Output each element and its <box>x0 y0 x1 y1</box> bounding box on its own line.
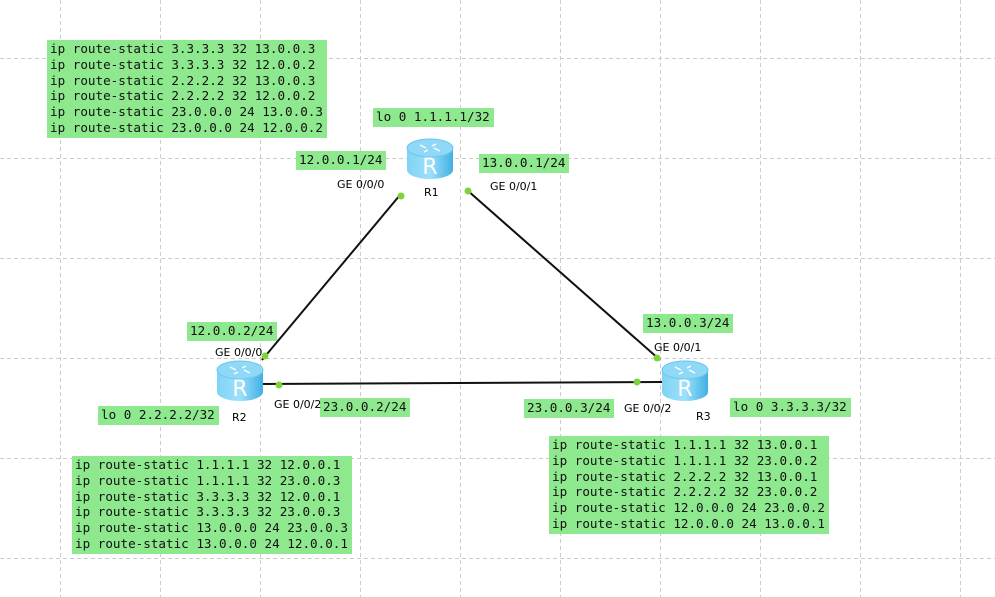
r3-ge002-ip: 23.0.0.3/24 <box>524 399 615 418</box>
route-entry: ip route-static 1.1.1.1 32 23.0.0.3 <box>75 472 341 488</box>
r2-ge002-ip: 23.0.0.2/24 <box>320 398 411 417</box>
r3-ge002-port: GE 0/0/2 <box>624 402 672 415</box>
link-r1-r2[interactable] <box>261 194 401 361</box>
r3-ge001-ip: 13.0.0.3/24 <box>643 314 734 333</box>
router-r1-icon[interactable] <box>406 138 454 181</box>
r1-ge000-port: GE 0/0/0 <box>337 178 385 191</box>
router-r2-name: R2 <box>232 411 247 424</box>
router-r3-icon[interactable] <box>661 360 709 403</box>
r1-loopback-label: lo 0 1.1.1.1/32 <box>373 108 494 127</box>
route-entry: ip route-static 3.3.3.3 32 12.0.0.2 <box>50 56 316 72</box>
router-r2-icon[interactable] <box>216 360 264 403</box>
route-entry: ip route-static 12.0.0.0 24 13.0.0.1 <box>552 515 825 531</box>
route-entry: ip route-static 23.0.0.0 24 12.0.0.2 <box>50 119 323 135</box>
route-entry: ip route-static 13.0.0.0 24 23.0.0.3 <box>75 520 348 536</box>
route-entry: ip route-static 2.2.2.2 32 23.0.0.2 <box>552 484 818 500</box>
r1-ge001-port: GE 0/0/1 <box>490 180 538 193</box>
route-entry: ip route-static 1.1.1.1 32 23.0.0.2 <box>552 452 818 468</box>
r2-ge000-port: GE 0/0/0 <box>215 346 263 359</box>
link-r2-r3[interactable] <box>261 381 663 385</box>
route-entry: ip route-static 23.0.0.0 24 13.0.0.3 <box>50 104 323 120</box>
router-r1-name: R1 <box>424 186 439 199</box>
route-entry: ip route-static 2.2.2.2 32 13.0.0.1 <box>552 468 818 484</box>
route-entry: ip route-static 2.2.2.2 32 12.0.0.2 <box>50 88 316 104</box>
route-entry: ip route-static 1.1.1.1 32 13.0.0.1 <box>552 437 818 452</box>
route-entry: ip route-static 2.2.2.2 32 13.0.0.3 <box>50 72 316 88</box>
link-r1-r3[interactable] <box>466 189 661 361</box>
route-entry: ip route-static 1.1.1.1 32 12.0.0.1 <box>75 457 341 472</box>
route-entry: ip route-static 3.3.3.3 32 23.0.0.3 <box>75 504 341 520</box>
r3-loopback-label: lo 0 3.3.3.3/32 <box>730 398 851 417</box>
route-entry: ip route-static 3.3.3.3 32 13.0.0.3 <box>50 41 316 56</box>
r2-ge000-ip: 12.0.0.2/24 <box>187 322 278 341</box>
r1-ge000-ip: 12.0.0.1/24 <box>296 151 387 170</box>
router-r3-name: R3 <box>696 410 711 423</box>
links <box>261 189 663 385</box>
r2-loopback-label: lo 0 2.2.2.2/32 <box>98 406 219 425</box>
port-dots <box>261 187 661 389</box>
r3-ge001-port: GE 0/0/1 <box>654 341 702 354</box>
r1-ge001-ip: 13.0.0.1/24 <box>479 154 570 173</box>
r2-ge002-port: GE 0/0/2 <box>274 398 322 411</box>
route-entry: ip route-static 13.0.0.0 24 12.0.0.1 <box>75 535 348 551</box>
route-entry: ip route-static 3.3.3.3 32 12.0.0.1 <box>75 488 341 504</box>
route-entry: ip route-static 12.0.0.0 24 23.0.0.2 <box>552 500 825 516</box>
